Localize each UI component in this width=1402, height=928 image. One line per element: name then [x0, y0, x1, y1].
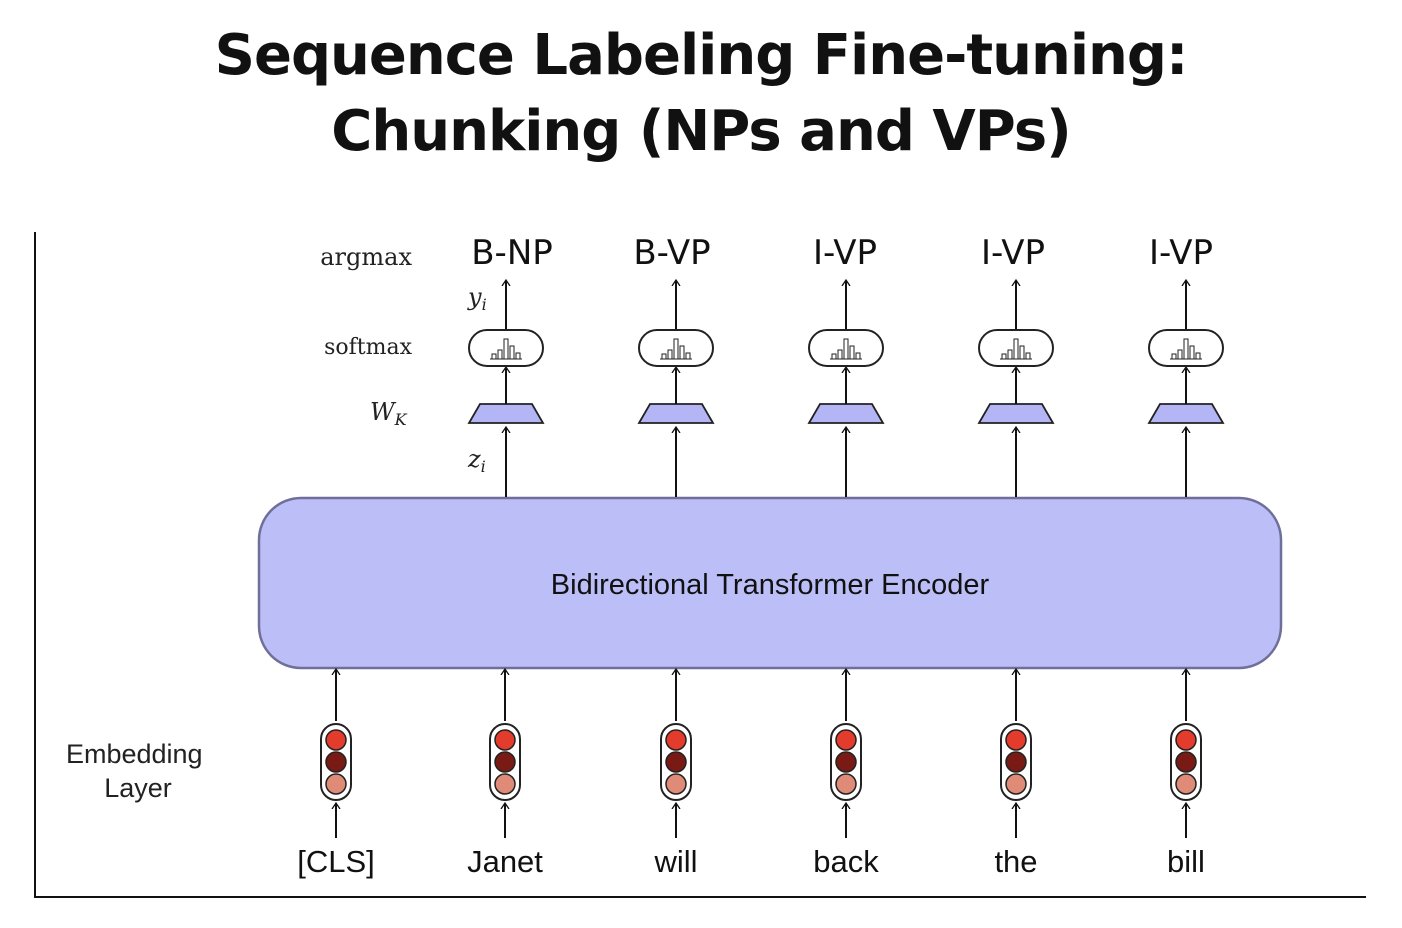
softmax-histogram-bar — [1189, 345, 1195, 360]
input-token: Janet — [467, 844, 543, 879]
classifier-weights-wk — [637, 403, 715, 424]
softmax-histogram-bar — [497, 349, 503, 360]
embedding-cell — [835, 729, 857, 751]
transformer-encoder-box — [257, 496, 1283, 670]
embedding-cell — [1005, 729, 1027, 751]
softmax-histogram-bar — [661, 353, 667, 360]
softmax-histogram-bar — [515, 352, 521, 360]
softmax-node — [1148, 329, 1224, 367]
output-tag: I-VP — [1149, 233, 1213, 273]
softmax-histogram-bar — [673, 338, 679, 360]
embedding-cell — [665, 751, 687, 773]
classifier-weights-wk — [1147, 403, 1225, 424]
softmax-histogram-bar — [667, 349, 673, 360]
softmax-histogram-bar — [855, 352, 861, 360]
softmax-histogram-bar — [1007, 349, 1013, 360]
embedding-stack — [660, 723, 692, 801]
input-token: the — [994, 844, 1037, 879]
softmax-histogram-bar — [1195, 352, 1201, 360]
embedding-cell — [835, 773, 857, 795]
softmax-histogram-bar — [843, 338, 849, 360]
embedding-cell — [1005, 751, 1027, 773]
softmax-histogram-bar — [679, 345, 685, 360]
title-line-1: Sequence Labeling Fine-tuning: — [214, 23, 1189, 88]
input-token: [CLS] — [297, 844, 375, 879]
page-title: Sequence Labeling Fine-tuning: Chunking … — [0, 18, 1402, 170]
embedding-cell — [494, 729, 516, 751]
z-i-label: zi — [467, 445, 486, 476]
embedding-cell — [1005, 773, 1027, 795]
softmax-histogram-bar — [1171, 353, 1177, 360]
input-token: bill — [1167, 844, 1205, 879]
softmax-histogram-bar — [1025, 352, 1031, 360]
embedding-stack — [320, 723, 352, 801]
w-k-label: WK — [370, 398, 408, 429]
embedding-cell — [835, 751, 857, 773]
softmax-histogram-bar — [491, 353, 497, 360]
softmax-histogram-bar — [509, 345, 515, 360]
softmax-histogram-bar — [503, 338, 509, 360]
input-token: will — [653, 844, 697, 879]
softmax-histogram-bar — [837, 349, 843, 360]
embedding-cell — [665, 773, 687, 795]
embedding-cell — [494, 751, 516, 773]
classifier-weights-wk — [467, 403, 545, 424]
title-line-2: Chunking (NPs and VPs) — [331, 99, 1072, 164]
softmax-histogram-bar — [685, 352, 691, 360]
embedding-cell — [325, 751, 347, 773]
classifier-weights-wk — [807, 403, 885, 424]
embedding-stack — [1000, 723, 1032, 801]
input-token: back — [813, 844, 879, 879]
embedding-stack — [1170, 723, 1202, 801]
embedding-stack — [489, 723, 521, 801]
softmax-histogram-bar — [1013, 338, 1019, 360]
classifier-weights-wk — [977, 403, 1055, 424]
softmax-node — [808, 329, 884, 367]
embedding-cell — [325, 773, 347, 795]
softmax-node — [638, 329, 714, 367]
embedding-layer-label: Embedding Layer — [66, 739, 210, 803]
softmax-histogram-bar — [1183, 338, 1189, 360]
embedding-cell — [325, 729, 347, 751]
softmax-label: softmax — [324, 335, 412, 360]
y-i-label: yi — [467, 283, 487, 314]
encoder-label: Bidirectional Transformer Encoder — [551, 569, 990, 601]
output-tag: B-VP — [633, 233, 710, 273]
embedding-cell — [494, 773, 516, 795]
softmax-histogram-bar — [831, 353, 837, 360]
softmax-node — [468, 329, 544, 367]
softmax-histogram-bar — [1019, 345, 1025, 360]
embedding-stack — [830, 723, 862, 801]
softmax-histogram-bar — [849, 345, 855, 360]
output-tag: I-VP — [813, 233, 877, 273]
embedding-cell — [1175, 751, 1197, 773]
embedding-cell — [665, 729, 687, 751]
embedding-cell — [1175, 729, 1197, 751]
output-tag: I-VP — [981, 233, 1045, 273]
output-tag: B-NP — [471, 233, 553, 273]
embedding-cell — [1175, 773, 1197, 795]
argmax-label: argmax — [320, 243, 412, 271]
softmax-histogram-bar — [1001, 353, 1007, 360]
softmax-node — [978, 329, 1054, 367]
softmax-histogram-bar — [1177, 349, 1183, 360]
